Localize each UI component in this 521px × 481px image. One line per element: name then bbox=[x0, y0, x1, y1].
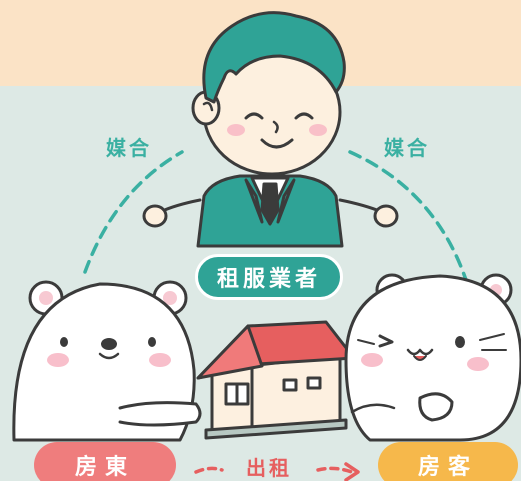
house-icon bbox=[196, 320, 356, 440]
bear-icon bbox=[12, 280, 202, 442]
tenant-label: 房客 bbox=[417, 455, 478, 480]
landlord-label: 房東 bbox=[74, 455, 135, 480]
rent-out-label: 出租 bbox=[246, 456, 292, 480]
agent-label: 租服業者 bbox=[216, 267, 321, 292]
rent-arrow-left bbox=[194, 466, 224, 474]
rent-arrow-right bbox=[316, 466, 354, 474]
landlord-pill: 房東 bbox=[34, 442, 176, 481]
cat-icon bbox=[344, 273, 521, 442]
right-dashed-arc bbox=[348, 150, 468, 282]
left-match-label: 媒合 bbox=[106, 136, 152, 160]
left-dashed-arc bbox=[83, 150, 184, 274]
agent-man-icon bbox=[142, 11, 399, 248]
tenant-pill: 房客 bbox=[378, 442, 518, 481]
agent-pill: 租服業者 bbox=[195, 254, 343, 300]
right-match-label: 媒合 bbox=[384, 136, 430, 160]
arrow-head-icon bbox=[344, 462, 360, 481]
